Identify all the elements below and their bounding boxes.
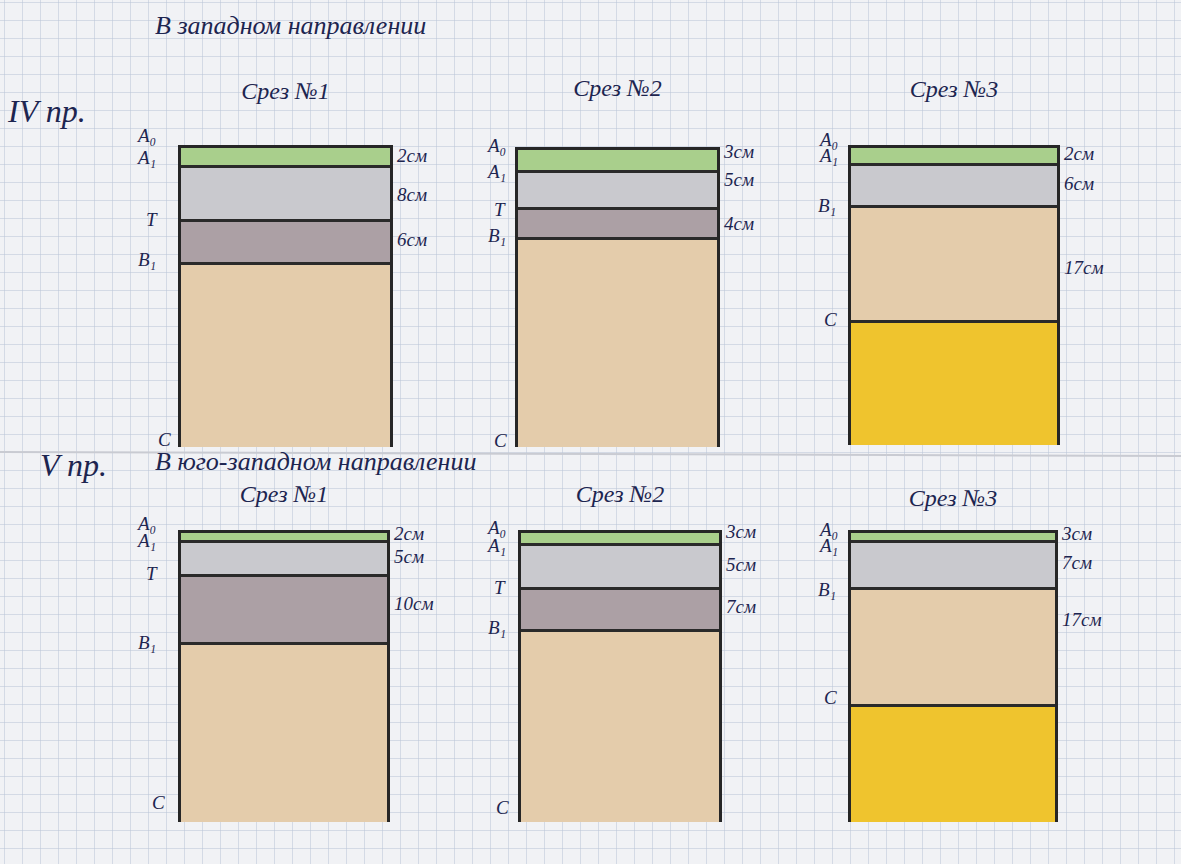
horizon-letter: А₀ <box>488 136 506 157</box>
thickness-label: 7см <box>1062 553 1092 574</box>
soil-profile: Срез №1 <box>178 145 393 447</box>
section-heading: Срез №2 <box>576 481 664 508</box>
horizon-letter: А₁ <box>488 162 506 183</box>
thickness-label: 17см <box>1064 258 1104 279</box>
soil-horizon <box>181 265 390 447</box>
horizon-letter: В₁ <box>488 226 506 247</box>
horizon-letter: В₁ <box>488 618 506 639</box>
soil-horizon <box>851 148 1057 166</box>
horizon-letter: С <box>152 793 165 814</box>
soil-horizon <box>518 240 717 447</box>
horizon-letter: Т <box>146 564 157 585</box>
horizon-letter: В₁ <box>138 633 156 654</box>
thickness-label: 3см <box>724 142 754 163</box>
direction-heading: В западном направлении <box>155 12 426 41</box>
soil-profile: Срез №1 <box>178 530 390 822</box>
soil-profile: Срез №2 <box>518 530 722 822</box>
thickness-label: 6см <box>1064 174 1094 195</box>
thickness-label: 3см <box>1062 524 1092 545</box>
horizon-letter: С <box>824 688 837 709</box>
soil-horizon <box>181 645 387 822</box>
horizon-letter: С <box>824 310 837 331</box>
soil-horizon <box>181 533 387 543</box>
horizon-letter: Т <box>494 578 505 599</box>
horizon-letter: Т <box>146 210 157 231</box>
soil-horizon <box>521 632 719 822</box>
thickness-label: 7см <box>726 597 756 618</box>
section-heading: Срез №2 <box>573 75 661 102</box>
section-heading: Срез №3 <box>910 76 998 103</box>
soil-horizon <box>181 222 390 265</box>
soil-profile: Срез №3 <box>848 145 1060 445</box>
horizon-letter: А₁ <box>488 536 506 557</box>
soil-horizon <box>851 533 1055 543</box>
horizon-letter: В₁ <box>818 196 836 217</box>
thickness-label: 2см <box>397 146 427 167</box>
soil-horizon <box>181 543 387 577</box>
horizon-letter: А₁ <box>820 536 838 557</box>
horizon-letter: Т <box>494 200 505 221</box>
soil-horizon <box>181 148 390 168</box>
horizon-letter: С <box>494 431 507 452</box>
soil-profile: Срез №2 <box>515 147 720 447</box>
section-heading: Срез №3 <box>909 485 997 512</box>
thickness-label: 8см <box>397 185 427 206</box>
soil-horizon <box>181 168 390 222</box>
thickness-label: 4см <box>724 214 754 235</box>
soil-horizon <box>518 173 717 210</box>
section-heading: Срез №1 <box>241 78 329 105</box>
soil-horizon <box>518 150 717 173</box>
soil-profile: Срез №3 <box>848 530 1058 822</box>
soil-horizon <box>851 543 1055 590</box>
soil-horizon <box>851 323 1057 445</box>
horizon-letter: С <box>496 798 509 819</box>
thickness-label: 17см <box>1062 610 1102 631</box>
direction-heading: В юго-западном направлении <box>155 448 476 477</box>
thickness-label: 5см <box>394 547 424 568</box>
soil-horizon <box>851 590 1055 707</box>
thickness-label: 6см <box>397 230 427 251</box>
profile-number: V пр. <box>40 448 107 483</box>
horizon-letter: В₁ <box>138 250 156 271</box>
horizon-letter: А₁ <box>138 148 156 169</box>
soil-horizon <box>518 210 717 240</box>
soil-horizon <box>851 166 1057 208</box>
thickness-label: 10см <box>394 594 434 615</box>
thickness-label: 2см <box>394 524 424 545</box>
soil-horizon <box>851 707 1055 822</box>
horizon-letter: А₀ <box>138 126 156 147</box>
soil-horizon <box>181 577 387 645</box>
soil-horizon <box>851 208 1057 323</box>
section-heading: Срез №1 <box>240 481 328 508</box>
thickness-label: 2см <box>1064 144 1094 165</box>
soil-horizon <box>521 533 719 546</box>
soil-horizon <box>521 590 719 632</box>
horizon-letter: А₁ <box>820 146 838 167</box>
soil-horizon <box>521 546 719 590</box>
horizon-letter: В₁ <box>818 580 836 601</box>
thickness-label: 3см <box>726 522 756 543</box>
horizon-letter: А₁ <box>138 531 156 552</box>
thickness-label: 5см <box>724 170 754 191</box>
profile-number: IV пр. <box>8 94 86 129</box>
thickness-label: 5см <box>726 555 756 576</box>
